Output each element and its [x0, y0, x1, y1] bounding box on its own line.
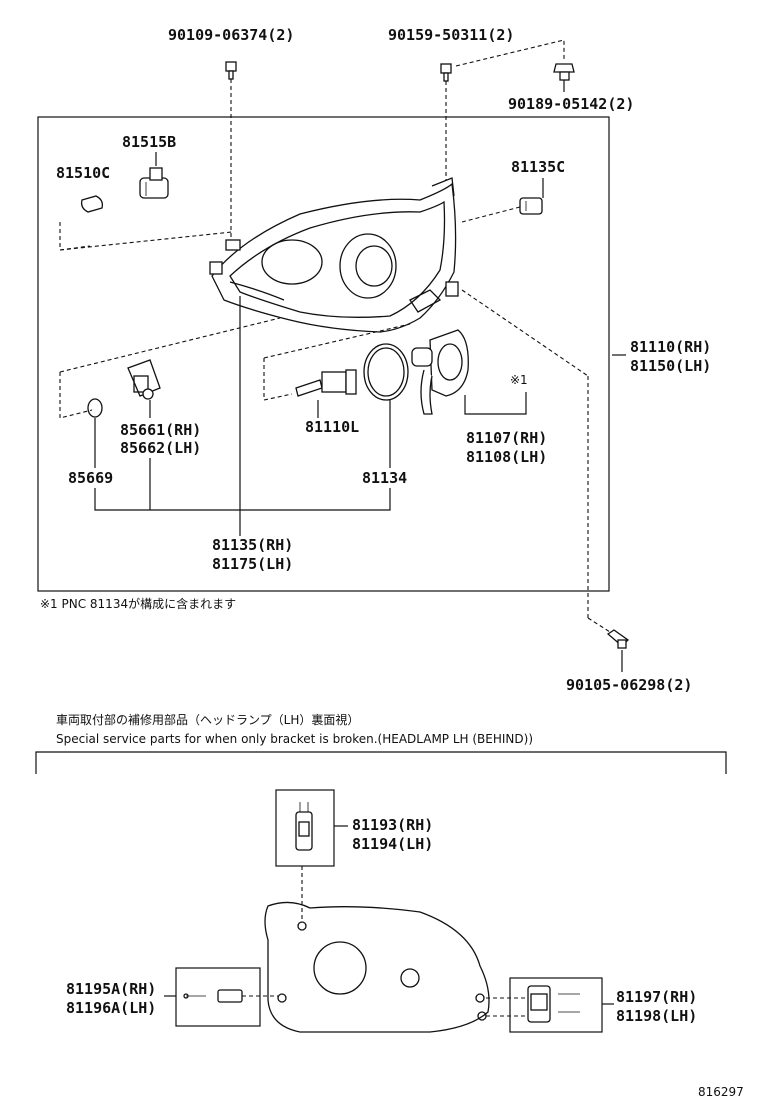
footnote: ※1 PNC 81134が構成に含まれます	[40, 596, 236, 611]
label-90109: 90109-06374(2)	[168, 26, 294, 44]
label-81108-lh: 81108(LH)	[466, 448, 547, 466]
bracket-81195a	[183, 989, 243, 1003]
section-bracket	[35, 751, 727, 774]
label-90105: 90105-06298(2)	[566, 676, 692, 694]
box-81197	[509, 977, 603, 1033]
motor-85661	[127, 359, 161, 400]
dash-line-left-lower-a	[59, 372, 93, 419]
label-81197-rh: 81197(RH)	[616, 988, 697, 1006]
bolt-90109	[225, 61, 237, 80]
label-81135c: 81135C	[511, 158, 565, 176]
box-81195a	[175, 967, 261, 1027]
dash-line-bulb-a	[263, 358, 293, 401]
label-81515b: 81515B	[122, 133, 176, 151]
screw-90105	[606, 629, 630, 649]
label-85669: 85669	[68, 469, 113, 487]
nut-90189	[553, 63, 575, 81]
dash-line-81135c	[461, 206, 521, 223]
cap-81107	[411, 329, 469, 415]
section-title-jp: 車両取付部の補修用部品（ヘッドランプ（LH）裏面視）	[56, 712, 359, 727]
label-81198-lh: 81198(LH)	[616, 1007, 697, 1025]
label-81107-rh: 81107(RH)	[466, 429, 547, 447]
label-81134: 81134	[362, 469, 407, 487]
label-note-mark: ※1	[510, 373, 528, 387]
dash-line-lamp-right	[461, 289, 589, 377]
box-81193	[275, 789, 335, 867]
leader-90189	[455, 39, 565, 67]
headlamp-housing-back	[264, 901, 490, 1033]
label-81194-lh: 81194(LH)	[352, 835, 433, 853]
label-81196a-lh: 81196A(LH)	[66, 999, 156, 1017]
socket-81135c	[519, 197, 543, 215]
label-90159: 90159-50311(2)	[388, 26, 514, 44]
label-81510c: 81510C	[56, 164, 110, 182]
label-85661-rh: 85661(RH)	[120, 421, 201, 439]
label-85662-lh: 85662(LH)	[120, 439, 201, 457]
oring-85669	[87, 398, 103, 418]
leader-81510c	[59, 222, 91, 251]
leader-81107	[464, 392, 527, 415]
label-81110-rh: 81110(RH)	[630, 338, 711, 356]
oring-81134	[363, 343, 409, 401]
label-81195a-rh: 81195A(RH)	[66, 980, 156, 998]
bulb-81110l	[295, 369, 357, 397]
section-title-en: Special service parts for when only brac…	[56, 732, 533, 746]
socket-81515b	[139, 167, 169, 199]
dash-line-left-lower-b	[59, 317, 281, 373]
bracket-81197	[527, 985, 580, 1023]
label-81110l: 81110L	[305, 418, 359, 436]
label-81135-rh: 81135(RH)	[212, 536, 293, 554]
bracket-81193	[295, 802, 313, 851]
label-81150-lh: 81150(LH)	[630, 357, 711, 375]
dash-line-left-upper	[59, 231, 233, 251]
figure-id: 816297	[698, 1085, 744, 1099]
dash-line-bulb-b	[263, 323, 411, 359]
bulb-81510c	[80, 195, 104, 213]
dash-line-90105	[587, 617, 611, 633]
label-81175-lh: 81175(LH)	[212, 555, 293, 573]
assembly-frame	[37, 116, 610, 592]
bolt-90159	[440, 63, 452, 82]
label-81193-rh: 81193(RH)	[352, 816, 433, 834]
headlamp-assembly	[209, 177, 459, 333]
label-90189: 90189-05142(2)	[508, 95, 634, 113]
bracket-81135	[94, 488, 391, 511]
